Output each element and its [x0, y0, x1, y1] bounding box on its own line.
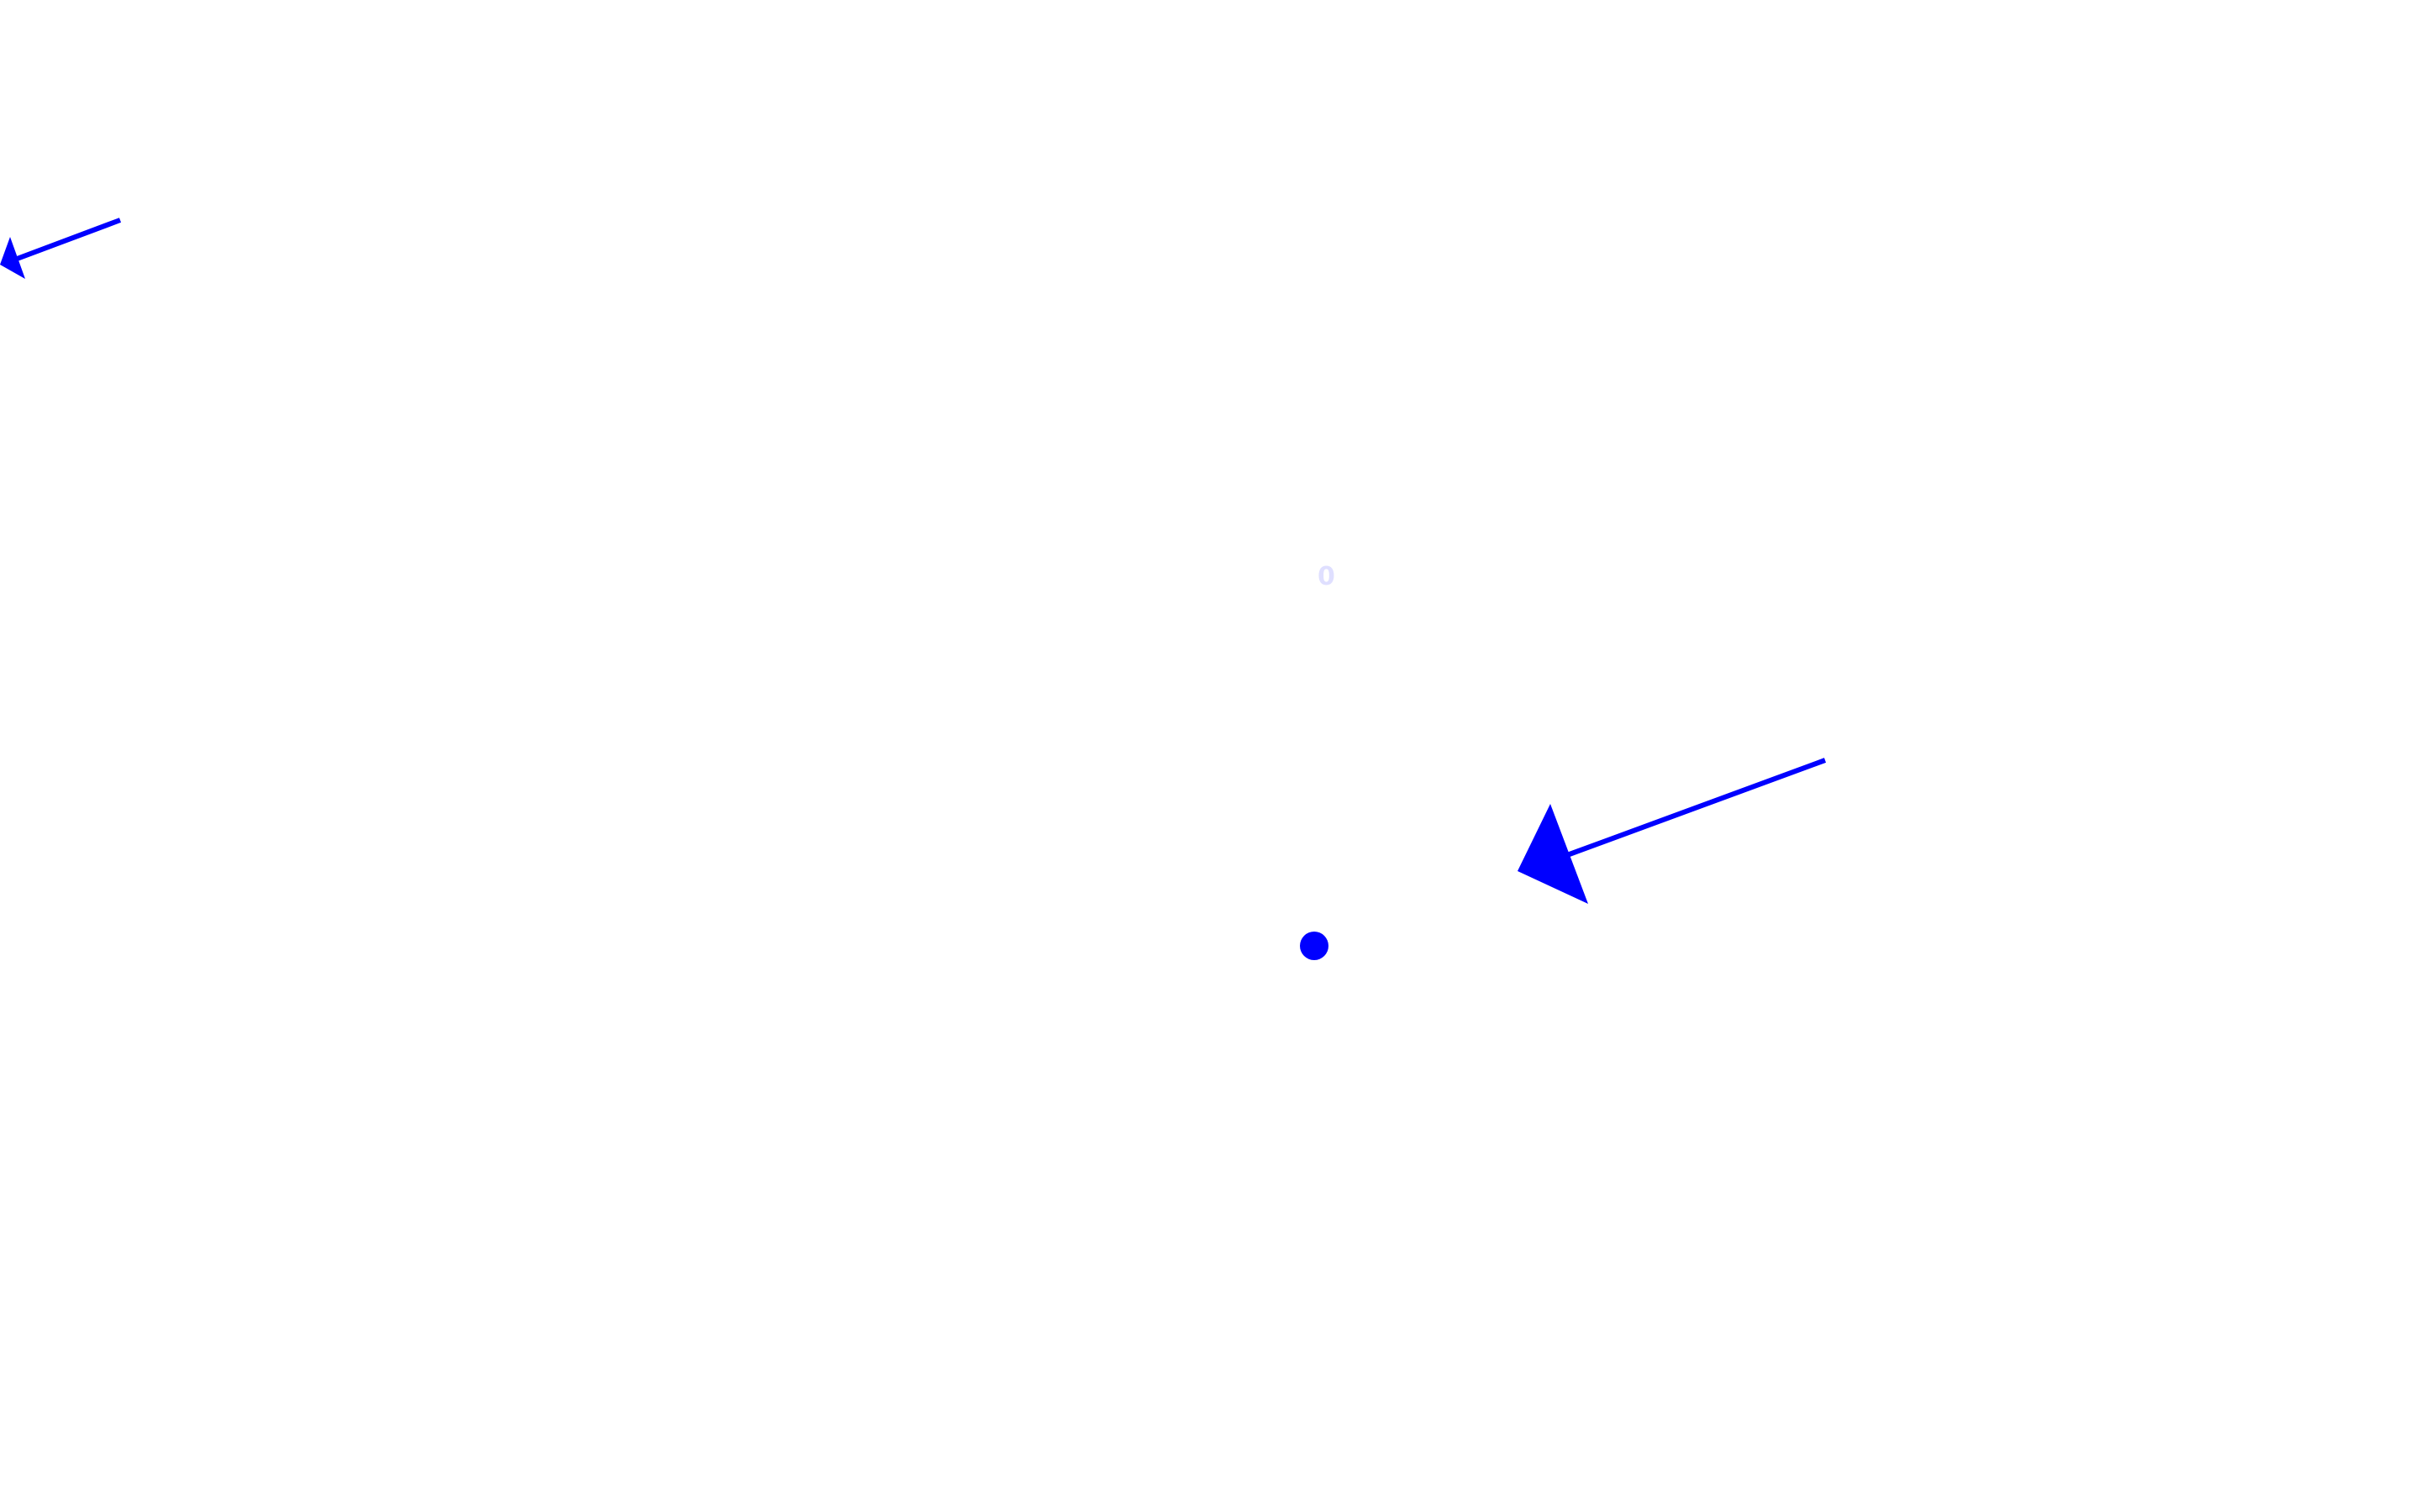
large-arrow-shaft	[1565, 758, 1827, 858]
large-arrow-head	[1518, 804, 1588, 904]
small-arrow-head	[0, 237, 25, 279]
small-arrow-icon	[0, 218, 122, 279]
faint-label: 0	[1318, 562, 1335, 591]
large-arrow-icon	[1518, 758, 1827, 904]
dot	[1300, 932, 1328, 960]
small-arrow-shaft	[11, 218, 122, 263]
